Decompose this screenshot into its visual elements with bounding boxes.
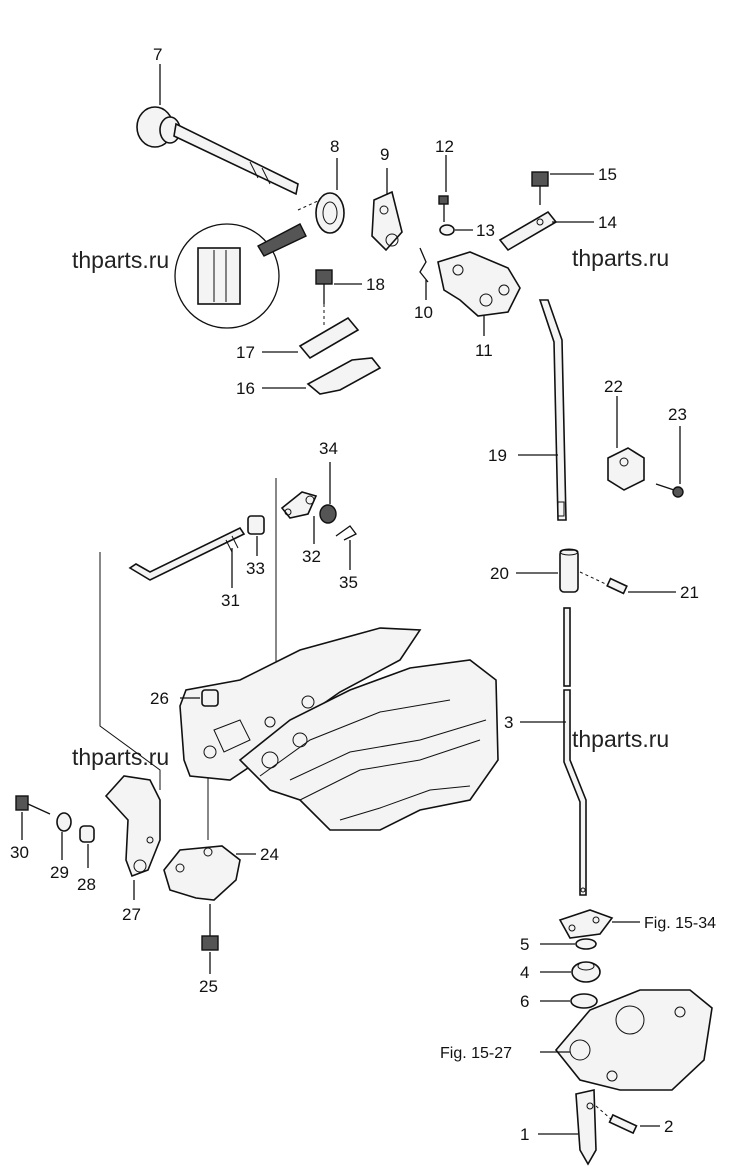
callout-28: 28	[77, 875, 96, 894]
callout-5: 5	[520, 935, 529, 954]
watermark-top-left: thparts.ru	[72, 247, 169, 273]
callout-12: 12	[435, 137, 454, 156]
callout-27: 27	[122, 905, 141, 924]
guide-line-left	[99, 552, 161, 790]
callout-14: 14	[598, 213, 617, 232]
callout-18: 18	[366, 275, 385, 294]
callout-13: 13	[476, 221, 495, 240]
callout-23: 23	[668, 405, 687, 424]
part-5-plate	[558, 909, 614, 939]
part-16-bracket	[306, 357, 382, 395]
callout-26: 26	[150, 689, 169, 708]
callout-32: 32	[302, 547, 321, 566]
callout-2: 2	[664, 1117, 673, 1136]
part-10-clip	[419, 247, 429, 283]
part-34-washer	[319, 504, 337, 524]
part-32-link	[280, 491, 318, 519]
part-15-bolt	[531, 171, 549, 205]
callout-10: 10	[414, 303, 433, 322]
callout-16: 16	[236, 379, 255, 398]
callout-29: 29	[50, 863, 69, 882]
part-21-pin	[606, 577, 628, 595]
part-8-oil-seal	[315, 192, 345, 234]
callout-34: 34	[319, 439, 338, 458]
part-1-lower-shaft	[575, 1089, 597, 1166]
part-12-screw	[438, 195, 449, 222]
part-24-bracket	[163, 845, 241, 901]
part-18-bolt	[315, 269, 333, 326]
callout-4: 4	[520, 963, 529, 982]
callout-35: 35	[339, 573, 358, 592]
part-35-clip	[335, 525, 357, 541]
part-27-lever	[104, 775, 161, 878]
callout-11: 11	[475, 341, 493, 360]
part-29-washer	[56, 812, 72, 832]
callout-7: 7	[153, 45, 162, 64]
part-6-o-ring	[570, 993, 598, 1009]
callout-17: 17	[236, 343, 255, 362]
callout-1: 1	[520, 1125, 529, 1144]
engine-bracket-frame	[179, 627, 499, 831]
part-7-shaft	[136, 106, 299, 196]
part-13-washer	[439, 224, 455, 236]
seal-detail-view	[174, 199, 321, 329]
part-22-block	[607, 447, 645, 491]
pin-21-alignment	[579, 571, 611, 587]
part-33-nut	[247, 515, 265, 535]
callout-31: 31	[221, 591, 240, 610]
callout-30: 30	[10, 843, 29, 862]
part-3-shift-rod	[563, 607, 587, 896]
part-14-plate	[498, 210, 558, 252]
callout-15: 15	[598, 165, 617, 184]
part-17-plate	[298, 316, 360, 360]
part-2-pin	[608, 1113, 638, 1135]
watermark-top-right: thparts.ru	[572, 245, 669, 271]
part-4-bushing	[571, 961, 601, 983]
callout-21: 21	[680, 583, 699, 602]
callout-20: 20	[490, 564, 509, 583]
callout-33: 33	[246, 559, 265, 578]
pin-2-alignment	[595, 1105, 613, 1121]
part-20-coupler	[559, 548, 579, 593]
callout-24: 24	[260, 845, 279, 864]
callout-8: 8	[330, 137, 339, 156]
part-30-bolt	[15, 795, 51, 815]
callout-3: 3	[504, 713, 513, 732]
part-23-screw	[655, 483, 684, 498]
watermark-bottom-left: thparts.ru	[72, 744, 169, 770]
part-25-bolt	[201, 904, 219, 951]
lower-housing	[554, 989, 713, 1091]
part-26-nut	[201, 689, 219, 707]
callout-6: 6	[520, 992, 529, 1011]
watermark-bottom-right: thparts.ru	[572, 726, 669, 752]
part-31-rod	[128, 526, 246, 581]
ref-fig-15-34: Fig. 15-34	[644, 915, 716, 932]
callout-9: 9	[380, 145, 389, 164]
callout-19: 19	[488, 446, 507, 465]
part-5-washer	[575, 938, 597, 950]
part-11-housing	[437, 251, 521, 317]
part-19-upper-rod	[538, 299, 567, 521]
callout-25: 25	[199, 977, 218, 996]
part-9-lever	[371, 190, 403, 252]
callout-22: 22	[604, 377, 623, 396]
part-28-collar	[79, 825, 95, 843]
ref-fig-15-27: Fig. 15-27	[440, 1045, 512, 1062]
